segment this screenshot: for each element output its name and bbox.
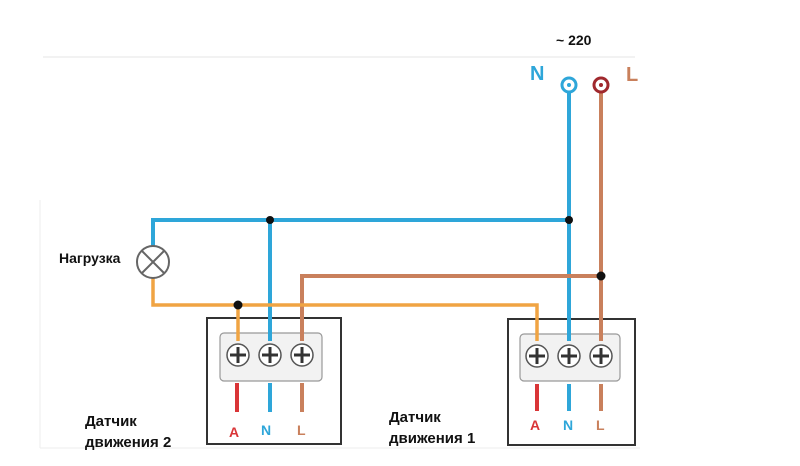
sensor-2-terminal-n-label: N <box>261 422 272 438</box>
sensor-1-terminal-l-label: L <box>596 417 605 433</box>
lamp-icon <box>136 245 170 279</box>
sensor-2-caption: Датчик движения 2 <box>85 411 171 453</box>
sensor-1-terminal-n-label: N <box>563 417 574 433</box>
sensor-2-screw-l <box>290 343 314 367</box>
switched-output-wire <box>151 278 539 341</box>
neutral-wire-main <box>151 88 571 246</box>
junction-dot <box>565 216 573 224</box>
junction-dot <box>596 271 606 281</box>
sensor-1-caption: Датчик движения 1 <box>389 407 475 449</box>
sensor-2-screw-a <box>226 343 250 367</box>
load-label: Нагрузка <box>59 250 121 266</box>
line-wire-sensor-2 <box>300 274 601 341</box>
sensor-1-caption-number: 1 <box>466 430 476 447</box>
sensor-2-screw-n <box>258 343 282 367</box>
sensor-1-screw-n <box>557 344 581 368</box>
sensor-2-caption-word: движения <box>85 434 159 451</box>
sensor-1-terminal-a-label: A <box>530 417 541 433</box>
junction-dot <box>233 300 243 310</box>
sensor-2-terminal-l-label: L <box>297 422 306 438</box>
sensor-1-caption-line1: Датчик <box>389 409 441 426</box>
supply-neutral-label: N <box>530 63 545 85</box>
supply-line-label: L <box>626 64 639 86</box>
sensor-2-caption-number: 2 <box>162 434 172 451</box>
sensor-1-screw-a <box>525 344 549 368</box>
junction-dot <box>266 216 274 224</box>
supply-neutral-terminal-icon <box>560 76 578 94</box>
sensor-1-caption-line2: движения 1 <box>389 428 475 449</box>
sensor-2-caption-line2: движения 2 <box>85 432 171 453</box>
supply-voltage-label: ~ 220 <box>556 32 592 48</box>
supply-line-terminal-icon <box>592 76 610 94</box>
sensor-2-terminal-a-label: A <box>229 424 240 440</box>
sensor-1-caption-word: движения <box>389 430 463 447</box>
sensor-1-screw-l <box>589 344 613 368</box>
sensor-2-caption-line1: Датчик <box>85 413 137 430</box>
